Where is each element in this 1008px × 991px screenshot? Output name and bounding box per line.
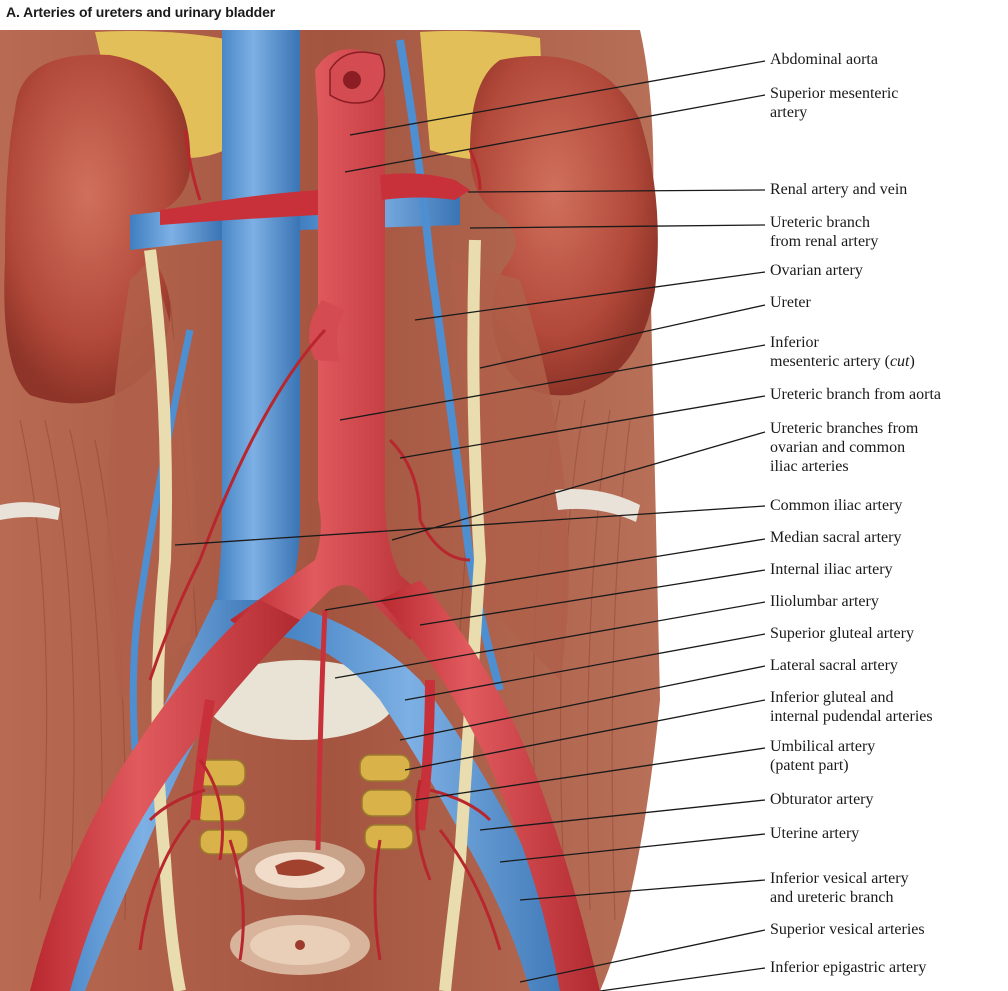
label-inferior-epigastric-artery: Inferior epigastric artery [770,959,927,976]
label-abdominal-aorta: Abdominal aorta [770,51,878,68]
label-ovarian-artery: Ovarian artery [770,262,863,279]
label-superior-vesical-arteries: Superior vesical arteries [770,921,925,938]
anatomy-illustration [0,28,766,991]
label-ureter: Ureter [770,294,811,311]
label-internal-iliac-artery: Internal iliac artery [770,561,893,578]
label-iliolumbar-artery: Iliolumbar artery [770,593,879,610]
left-common-iliac-vein [270,600,580,991]
label-obturator-artery: Obturator artery [770,791,874,808]
left-psoas-muscle [107,260,195,700]
label-common-iliac-artery: Common iliac artery [770,497,903,514]
left-internal-iliac-artery [415,679,435,831]
right-renal-artery [160,190,318,225]
inferior-mesenteric-stump [308,300,345,362]
rectum-section [235,840,365,900]
label-renal-artery-and-vein: Renal artery and vein [770,181,908,198]
bladder-section [230,915,370,975]
inferior-mesenteric-line-2: mesenteric artery (cut) [770,353,915,370]
right-iliac-crest [555,489,640,522]
label-uterine-artery: Uterine artery [770,825,860,842]
gonadal-vein-right [129,329,194,751]
promontory [205,660,395,740]
right-ureter [144,249,186,991]
left-renal-artery [380,173,470,200]
inferior-vena-cava [215,30,300,610]
label-inferior-mesenteric-artery: Inferior mesenteric artery (cut) [770,334,915,370]
label-median-sacral-artery: Median sacral artery [770,529,902,546]
right-common-iliac-artery [30,600,300,991]
label-ureteric-branch-aorta: Ureteric branch from aorta [770,386,942,403]
label-lateral-sacral-artery: Lateral sacral artery [770,657,898,674]
figure-title: A. Arteries of ureters and urinary bladd… [6,4,276,20]
left-iliac-crest [0,502,60,520]
small-arterial-branches [138,129,502,961]
label-umbilical-artery: Umbilical artery(patent part) [770,738,876,774]
left-common-iliac-artery [380,580,600,991]
median-sacral-artery-shape [315,609,328,851]
leader-lines [174,60,766,991]
label-superior-gluteal-artery: Superior gluteal artery [770,625,914,642]
